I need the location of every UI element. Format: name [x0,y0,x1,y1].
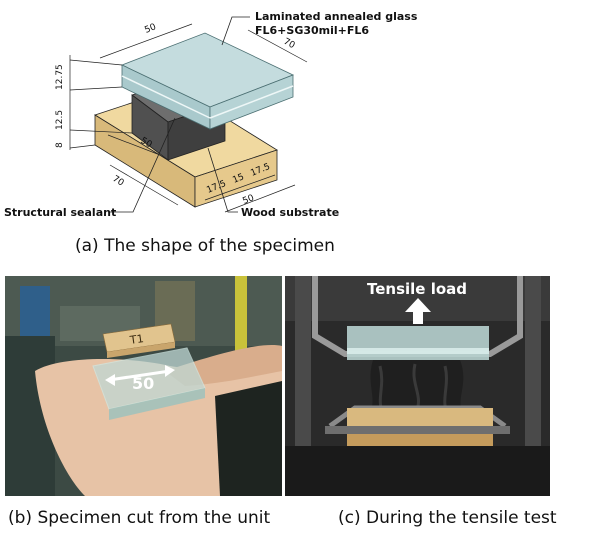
dim-top-length: 50 [143,22,158,36]
block-label-t1: T1 [129,332,145,347]
caption-a: (a) The shape of the specimen [75,236,335,256]
laminated-glass-shape [120,32,295,130]
callout-glass-spec: FL6+SG30mil+FL6 [255,24,369,37]
callout-leaders [110,16,250,213]
dim-top-depth: 70 [282,37,297,51]
dim-glass-thickness: 12.75 [55,64,65,90]
photo-tensile-test: Tensile load [285,276,550,496]
callout-sealant: Structural sealant [4,206,116,219]
dim-wood-height: 8 [55,142,65,148]
dim-sealant-height: 12.5 [55,110,65,130]
tensile-load-label: Tensile load [367,280,468,298]
specimen-in-hand-illustration [5,276,282,496]
panel-a-drawing: 50 70 12.75 12.5 8 50 70 17.5 15 17.5 50… [0,0,600,256]
dim-base-width: 50 [241,193,256,207]
specimen-isometric-diagram: 50 70 12.75 12.5 8 50 70 17.5 15 17.5 50… [4,10,418,219]
photo-specimen-in-hand: 50 T1 [5,276,282,496]
tensile-test-illustration [285,276,550,496]
callout-glass: Laminated annealed glass [255,10,418,23]
tensile-load-arrow [405,298,431,324]
dim-wood-depth: 70 [110,174,125,189]
caption-b: (b) Specimen cut from the unit [8,508,271,528]
dimension-lines [69,23,308,213]
dim-middle: 15 [231,172,245,186]
caption-c: (c) During the tensile test [338,508,557,528]
arrow-label-50: 50 [132,374,155,393]
callout-wood: Wood substrate [241,206,339,219]
